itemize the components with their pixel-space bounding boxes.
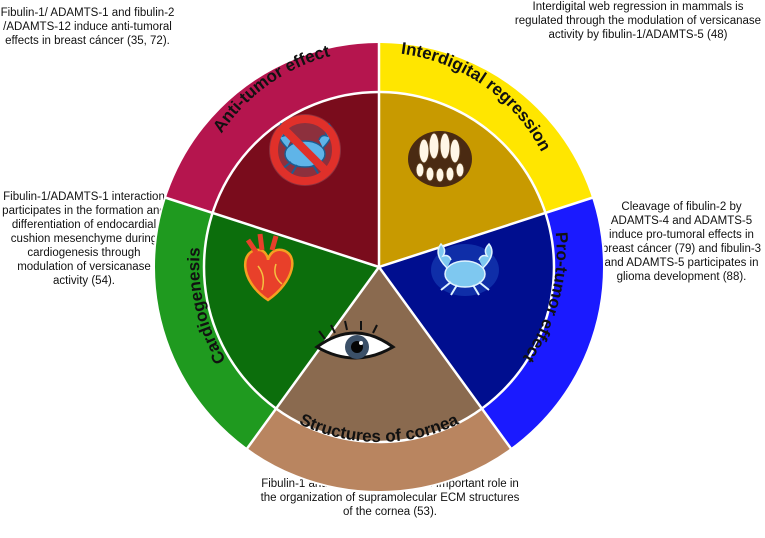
heart-icon: [244, 233, 294, 302]
crab-icon: [431, 242, 499, 296]
pro-tumor-inner: [379, 212, 554, 409]
interdigital-note: Interdigital web regression in mammals i…: [514, 1, 762, 41]
crossed-out-crab-icon: [269, 114, 341, 186]
cardiogenesis-note: Fibulin-1/ADAMTS-1 interaction participa…: [2, 191, 166, 287]
webbed-hand-icon: [408, 131, 472, 187]
anti-tumor-note: Fibulin-1/ ADAMTS-1 and fibulin-2 /ADAMT…: [0, 7, 175, 47]
interdigital-inner: [379, 92, 546, 267]
pro-tumor-note: Cleavage of fibulin-2 by ADAMTS-4 and AD…: [601, 201, 762, 283]
segment-dividers: [164, 42, 594, 450]
eye-icon: [314, 320, 396, 360]
